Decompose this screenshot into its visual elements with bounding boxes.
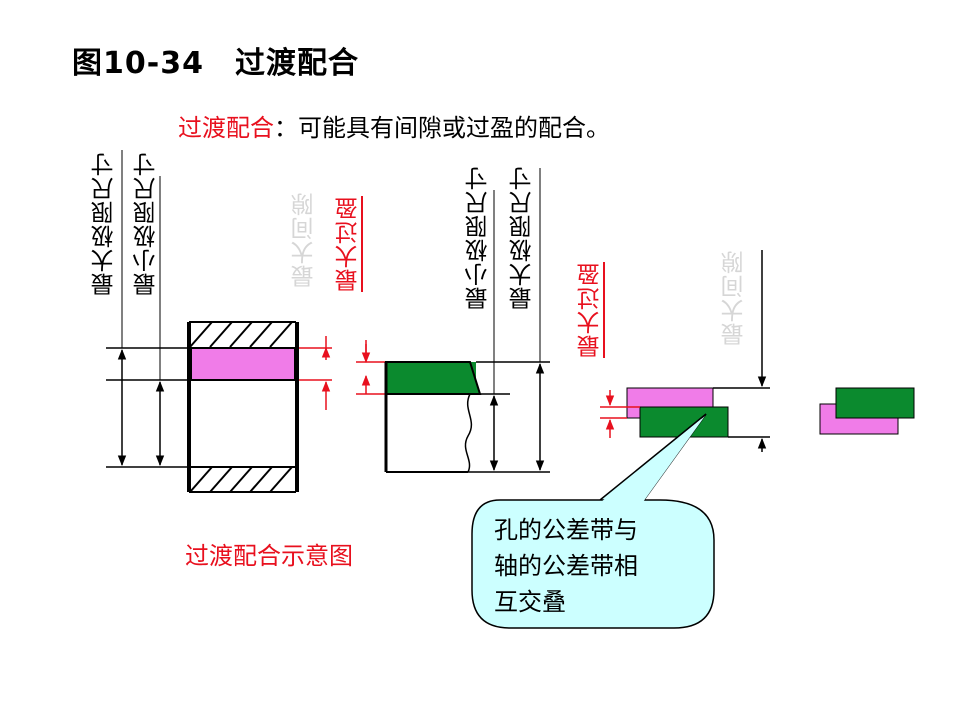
zone-diagram-overlap: [626, 387, 729, 438]
diagram-caption: 过渡配合示意图: [185, 542, 353, 570]
definition-term: 过渡配合: [178, 114, 274, 142]
hole-cross-section: [187, 321, 299, 493]
callout-text: 孔的公差带与 轴的公差带相 互交叠: [494, 516, 638, 616]
zone-diagram-side: [819, 387, 915, 435]
definition-body: ：可能具有间隙或过盈的配合。: [274, 114, 610, 142]
page-title: 图10-34 过渡配合: [72, 46, 359, 81]
shaft-cross-section: [384, 361, 482, 473]
hole-tolerance-zone: [190, 347, 296, 381]
definition-text: 过渡配合：可能具有间隙或过盈的配合。: [178, 108, 610, 143]
